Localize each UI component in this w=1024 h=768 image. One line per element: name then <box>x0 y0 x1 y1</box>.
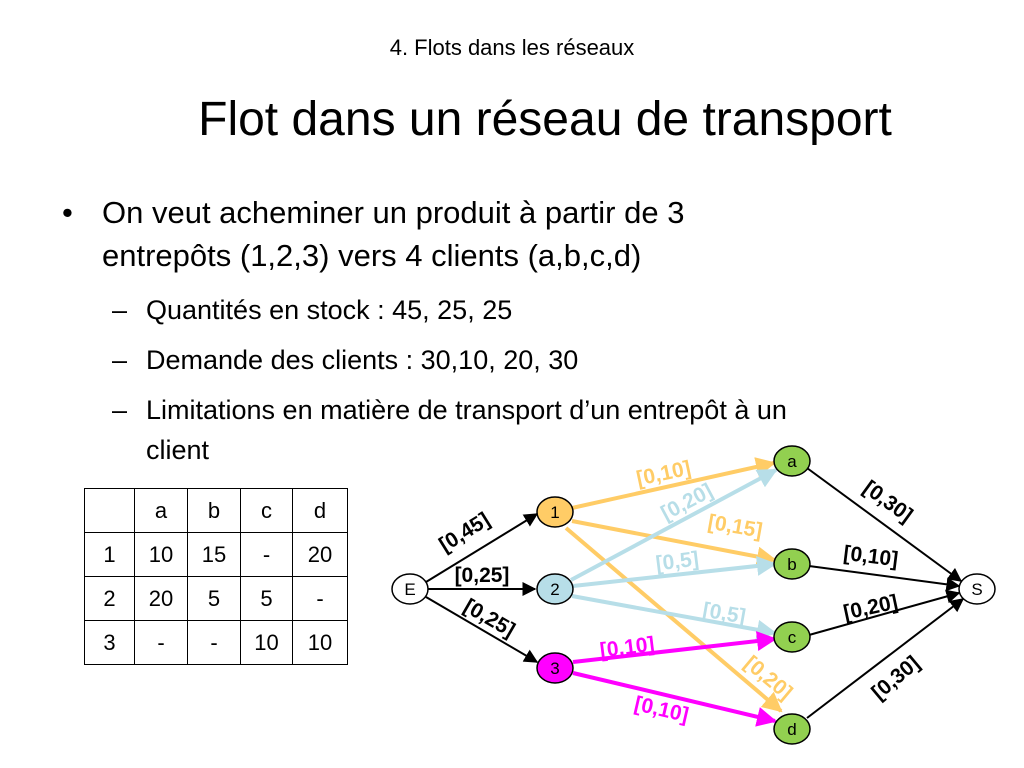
edge-2-b <box>572 556 777 588</box>
bullet-mark: • <box>62 195 73 230</box>
table-cell: 20 <box>134 576 188 621</box>
sub-bullet-limits: – Limitations en matière de transport d’… <box>112 390 787 470</box>
label-d-S: [0,30] <box>867 652 924 705</box>
edge-3-c <box>572 631 777 664</box>
node-3: 3 <box>536 652 574 684</box>
svg-text:E: E <box>404 580 415 599</box>
edge-a-S <box>806 467 963 582</box>
main-bullet: • On veut acheminer un produit à partir … <box>62 191 685 277</box>
label-3-c: [0,10] <box>599 633 656 663</box>
table-cell: - <box>134 620 188 665</box>
label-b-S: [0,10] <box>842 542 899 572</box>
node-c: c <box>773 621 811 653</box>
label-a-S: [0,30] <box>859 476 917 527</box>
edge-1-a <box>571 457 776 510</box>
main-bullet-line-1: On veut acheminer un produit à partir de… <box>102 195 685 230</box>
svg-text:a: a <box>787 452 797 471</box>
svg-text:c: c <box>788 628 797 647</box>
node-2: 2 <box>536 573 574 605</box>
capacity-table: a b c d 1 10 15 - 20 2 20 5 5 - 3 - - 10… <box>84 488 348 665</box>
label-E-1: [0,45] <box>435 508 494 557</box>
main-bullet-line-2: entrepôts (1,2,3) vers 4 clients (a,b,c,… <box>102 238 642 273</box>
table-row: 3 - - 10 10 <box>84 620 348 665</box>
sub-bullet-demand-text: Demande des clients : 30,10, 20, 30 <box>146 345 579 375</box>
edge-E-1 <box>425 513 539 583</box>
sub-bullet-limits-line-1: Limitations en matière de transport d’un… <box>146 395 787 425</box>
node-b: b <box>773 548 811 580</box>
svg-text:2: 2 <box>550 580 559 599</box>
table-header-row: a b c d <box>84 488 348 533</box>
slide-title: Flot dans un réseau de transport <box>198 93 892 146</box>
table-cell: 10 <box>134 532 188 577</box>
table-cell: c <box>240 488 293 533</box>
edge-b-S <box>808 565 961 592</box>
edge-c-S <box>808 589 961 636</box>
table-cell: 10 <box>240 620 293 665</box>
edge-1-d <box>564 526 783 713</box>
sub-bullet-stock: – Quantités en stock : 45, 25, 25 <box>112 290 513 330</box>
svg-text:3: 3 <box>550 659 559 678</box>
table-cell: 10 <box>292 620 348 665</box>
table-cell: 1 <box>84 532 135 577</box>
table-cell: - <box>187 620 241 665</box>
table-cell: 2 <box>84 576 135 621</box>
label-c-S: [0,20] <box>841 591 899 625</box>
svg-text:1: 1 <box>550 503 559 522</box>
svg-text:S: S <box>971 580 982 599</box>
table-cell: - <box>240 532 293 577</box>
edge-E-3 <box>425 596 539 663</box>
sub-bullet-stock-text: Quantités en stock : 45, 25, 25 <box>146 295 513 325</box>
node-d: d <box>773 713 811 745</box>
svg-text:b: b <box>787 555 796 574</box>
table-cell: a <box>134 488 188 533</box>
edge-3-d <box>572 671 777 727</box>
edge-2-c <box>571 594 777 640</box>
edge-1-b <box>571 519 777 567</box>
label-E-2: [0,25] <box>455 564 510 587</box>
dash-mark: – <box>112 295 128 325</box>
edge-2-a <box>570 468 778 582</box>
table-cell: 20 <box>292 532 348 577</box>
label-1-d: [0,20] <box>740 652 797 705</box>
table-cell: d <box>292 488 348 533</box>
section-heading: 4. Flots dans les réseaux <box>389 35 635 60</box>
table-cell: b <box>187 488 241 533</box>
dash-mark: – <box>112 395 128 425</box>
sub-bullet-demand: – Demande des clients : 30,10, 20, 30 <box>112 340 579 380</box>
label-1-b: [0,15] <box>706 511 764 543</box>
svg-text:d: d <box>787 720 796 739</box>
node-E: E <box>391 573 429 605</box>
edge-d-S <box>806 598 965 719</box>
node-1: 1 <box>536 496 574 528</box>
label-2-c: [0,5] <box>701 599 748 629</box>
label-1-a: [0,10] <box>634 457 692 491</box>
sub-bullet-limits-line-2: client <box>146 435 210 465</box>
node-a: a <box>773 445 811 477</box>
dash-mark: – <box>112 345 128 375</box>
node-S: S <box>958 573 996 605</box>
table-row: 1 10 15 - 20 <box>84 532 348 577</box>
label-2-b: [0,5] <box>654 548 700 576</box>
